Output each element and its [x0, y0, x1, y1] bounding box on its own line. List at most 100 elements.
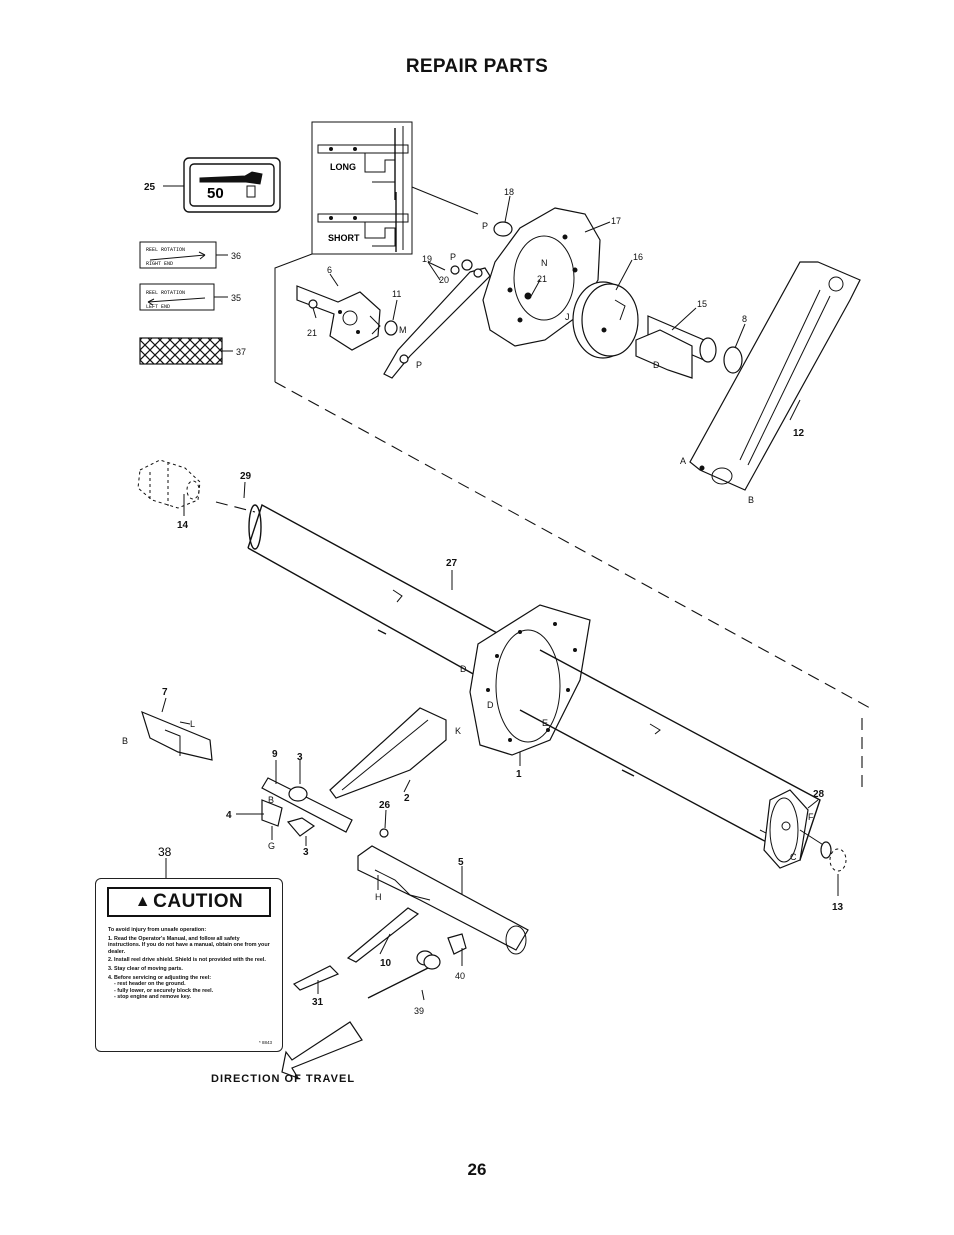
callout-3a: 3	[297, 752, 303, 763]
caution-item-4b: - fully lower, or securely block the ree…	[114, 987, 214, 994]
shaft-mount-15	[635, 315, 717, 379]
bushing-11	[384, 320, 398, 336]
callout-b2: B	[122, 736, 128, 746]
callout-8: 8	[742, 314, 747, 324]
callout-6: 6	[327, 265, 332, 275]
reel-disc-17	[482, 207, 601, 347]
caution-intro: To avoid injury from unsafe operation:	[108, 927, 207, 933]
caution-heading-text: CAUTION	[153, 891, 244, 912]
callout-k: K	[455, 726, 461, 736]
bracket-inset	[311, 121, 413, 255]
callout-3b: 3	[303, 847, 309, 858]
page-number: 26	[467, 1160, 487, 1179]
callout-b3: B	[268, 795, 274, 805]
decal-37	[139, 337, 223, 365]
decal-36-line2: RIGHT END	[146, 261, 173, 267]
callout-p1: P	[450, 252, 456, 262]
callout-b1: B	[748, 495, 754, 505]
callout-h: H	[375, 892, 382, 902]
link-31	[292, 965, 340, 991]
warning-triangle-icon: ▲	[134, 893, 152, 910]
decal-25-text: 50	[207, 185, 224, 202]
callout-l: L	[190, 719, 195, 729]
callout-29: 29	[240, 471, 252, 482]
callout-38: 38	[158, 845, 172, 859]
callout-9: 9	[272, 749, 278, 760]
callout-p2: P	[416, 360, 422, 370]
inset-short-label: SHORT	[328, 233, 360, 243]
callout-28: 28	[813, 789, 825, 800]
callout-c: C	[790, 852, 797, 862]
callout-a: A	[680, 456, 686, 466]
decal-35-line2: LEFT END	[146, 304, 170, 310]
bearing-18	[493, 221, 513, 237]
drive-plate-16	[572, 281, 639, 359]
page-title: REPAIR PARTS	[405, 56, 549, 77]
shield-5	[357, 845, 529, 955]
nut-26	[379, 828, 389, 838]
flange-1	[469, 604, 591, 756]
callout-f: F	[808, 812, 814, 822]
callout-13: 13	[832, 902, 844, 913]
caution-heading: ▲ CAUTION	[107, 887, 271, 917]
caution-item-2: 2. Install reel drive shield. Shield is …	[108, 957, 266, 964]
decal-36-line1: REEL ROTATION	[146, 247, 185, 253]
hub-bracket-6	[296, 285, 381, 351]
callout-14: 14	[177, 520, 189, 531]
callout-d1: D	[653, 360, 660, 370]
caution-item-4a: - rest header on the ground.	[114, 981, 186, 988]
callout-d2: D	[460, 664, 467, 674]
callout-m: M	[399, 325, 407, 335]
callout-j: J	[565, 312, 570, 322]
bearing-8	[723, 346, 743, 374]
inset-long-label: LONG	[330, 162, 356, 172]
callout-p3: P	[482, 221, 488, 231]
callout-d3: D	[487, 700, 494, 710]
decal-35-line1: REEL ROTATION	[146, 290, 185, 296]
clip-40	[447, 933, 467, 955]
part-14-phantom	[137, 459, 201, 509]
callout-40: 40	[455, 971, 465, 981]
callout-31: 31	[312, 997, 324, 1008]
callout-16: 16	[633, 252, 643, 262]
callout-35: 35	[231, 293, 241, 303]
end-plate-28	[763, 789, 829, 869]
support-arm-12	[689, 261, 861, 491]
bolt-21-left	[308, 299, 318, 309]
direction-arrow-icon	[281, 1021, 363, 1080]
callout-20: 20	[439, 275, 449, 285]
bracket-7	[141, 710, 213, 761]
callout-1: 1	[516, 769, 522, 780]
washer-p	[450, 265, 460, 275]
callout-g: G	[268, 841, 275, 851]
callout-10: 10	[380, 958, 392, 969]
callout-21b: 21	[537, 274, 547, 284]
callout-n: N	[541, 258, 548, 268]
caution-code: * 8843	[258, 1040, 272, 1045]
callout-7: 7	[162, 687, 168, 698]
tine-10	[346, 907, 420, 963]
caution-decal-38: ▲ CAUTION To avoid injury from unsafe op…	[95, 878, 283, 1052]
callout-11: 11	[392, 289, 401, 299]
caution-item-4c: - stop engine and remove key.	[114, 994, 191, 1001]
caution-item-3: 3. Stay clear of moving parts.	[108, 965, 183, 972]
callout-21a: 21	[307, 328, 317, 338]
reel-tube-27	[215, 501, 511, 687]
callout-36: 36	[231, 251, 241, 261]
callout-4: 4	[226, 810, 232, 821]
caution-body: To avoid injury from unsafe operation: 1…	[96, 921, 282, 1001]
callout-12: 12	[793, 428, 805, 439]
callout-37: 37	[236, 347, 246, 357]
part-13-phantom	[829, 848, 847, 872]
callout-e: E	[542, 718, 548, 728]
callout-18: 18	[504, 187, 514, 197]
callout-19: 19	[422, 254, 432, 264]
shaft-9	[261, 777, 353, 837]
arm-19	[383, 267, 491, 379]
callout-2: 2	[404, 793, 410, 804]
callout-15: 15	[697, 299, 707, 309]
caution-item-4: 4. Before servicing or adjusting the ree…	[108, 974, 212, 981]
callout-27: 27	[446, 558, 458, 569]
caution-item-1: 1. Read the Operator's Manual, and follo…	[108, 935, 270, 955]
